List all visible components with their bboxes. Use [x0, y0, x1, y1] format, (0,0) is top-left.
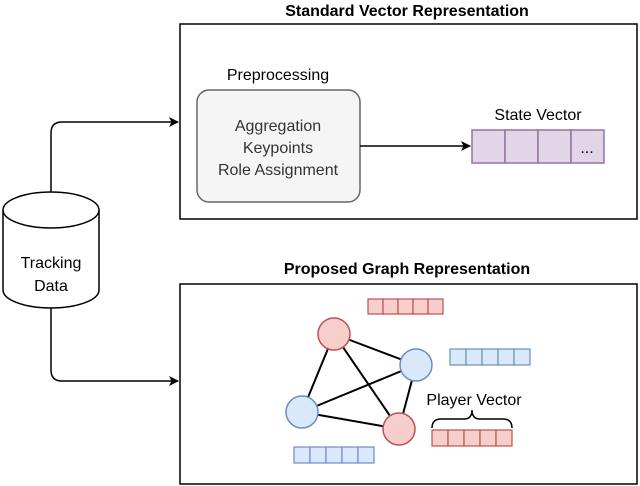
player-vector-cell	[463, 429, 481, 447]
player-vector-cell	[341, 446, 359, 464]
player-vector-cell	[465, 348, 483, 366]
state-vector: ...	[471, 129, 605, 164]
cylinder-top	[2, 191, 100, 229]
state-vector-ellipsis: ...	[580, 140, 593, 157]
tracking-data-cylinder: Tracking Data	[2, 191, 100, 309]
preprocessing-step-aggregation: Aggregation	[235, 118, 321, 135]
standard-representation-title: Standard Vector Representation	[285, 3, 529, 20]
graph-edge	[301, 364, 417, 413]
preprocessing-step-keypoints: Keypoints	[243, 140, 313, 157]
cylinder-body	[2, 210, 100, 309]
preprocessing-title: Preprocessing	[227, 67, 329, 84]
player-vector-cell	[412, 298, 429, 315]
player-node-blue	[399, 348, 433, 382]
player-node-red	[317, 317, 351, 351]
player-vector-cell	[447, 429, 465, 447]
state-vector-cell	[504, 129, 539, 164]
player-vector-cell	[309, 446, 327, 464]
tracking-data-label-line1: Tracking	[21, 255, 82, 272]
player-vector-blue-bottom	[293, 446, 375, 464]
graph-representation-title: Proposed Graph Representation	[284, 261, 530, 278]
player-vector-brace	[431, 409, 513, 429]
player-vector-cell	[397, 298, 414, 315]
player-vector-cell	[481, 348, 499, 366]
player-node-red	[382, 412, 416, 446]
state-vector-cell	[570, 129, 605, 164]
connector-to-graph	[50, 308, 179, 386]
player-vector-cell	[449, 348, 467, 366]
player-vector-cell	[497, 348, 515, 366]
graph-edge	[333, 333, 400, 430]
state-vector-cell	[471, 129, 506, 164]
player-vector-blue-right	[449, 348, 531, 366]
state-vector-cell	[537, 129, 572, 164]
player-vector-red-top	[367, 298, 444, 315]
player-vector-cell	[427, 298, 444, 315]
player-vector-cell	[495, 429, 513, 447]
player-vector-cell	[367, 298, 384, 315]
player-vector-cell	[357, 446, 375, 464]
player-vector-cell	[431, 429, 449, 447]
player-vector-cell	[479, 429, 497, 447]
player-vector-label: Player Vector	[426, 392, 522, 409]
preprocessing-step-role-assignment: Role Assignment	[218, 162, 339, 179]
player-vector-cell	[325, 446, 343, 464]
player-vector-red-labeled	[431, 429, 513, 447]
connector-to-standard	[50, 117, 179, 192]
tracking-data-label-line2: Data	[34, 278, 68, 295]
state-vector-label: State Vector	[494, 107, 582, 124]
player-vector-cell	[293, 446, 311, 464]
player-node-blue	[285, 395, 319, 429]
graph-representation-panel	[179, 283, 638, 485]
player-vector-cell	[382, 298, 399, 315]
player-vector-cell	[513, 348, 531, 366]
